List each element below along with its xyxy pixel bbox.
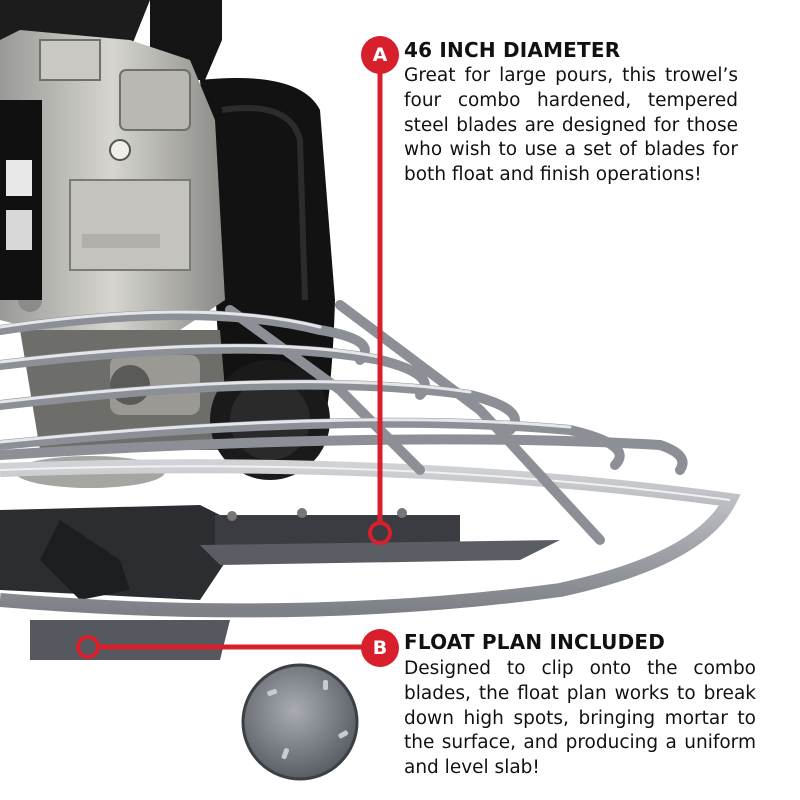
callout-body-a: Great for large pours, this trowel’s fou… <box>404 65 738 186</box>
callout-a-leader <box>368 70 392 545</box>
float-pan-image <box>241 663 359 781</box>
guard-cage-rails <box>0 300 688 545</box>
blade-arm-assembly <box>0 505 560 660</box>
callout-title-b: FLOAT PLAN INCLUDED <box>404 630 666 654</box>
callout-badge-a: A <box>361 36 399 74</box>
callout-b-leader <box>76 635 365 659</box>
callout-title-a: 46 INCH DIAMETER <box>404 38 621 62</box>
callout-body-b: Designed to clip onto the combo blades, … <box>404 658 756 779</box>
callout-badge-b: B <box>361 629 399 667</box>
engine-block <box>0 30 225 330</box>
